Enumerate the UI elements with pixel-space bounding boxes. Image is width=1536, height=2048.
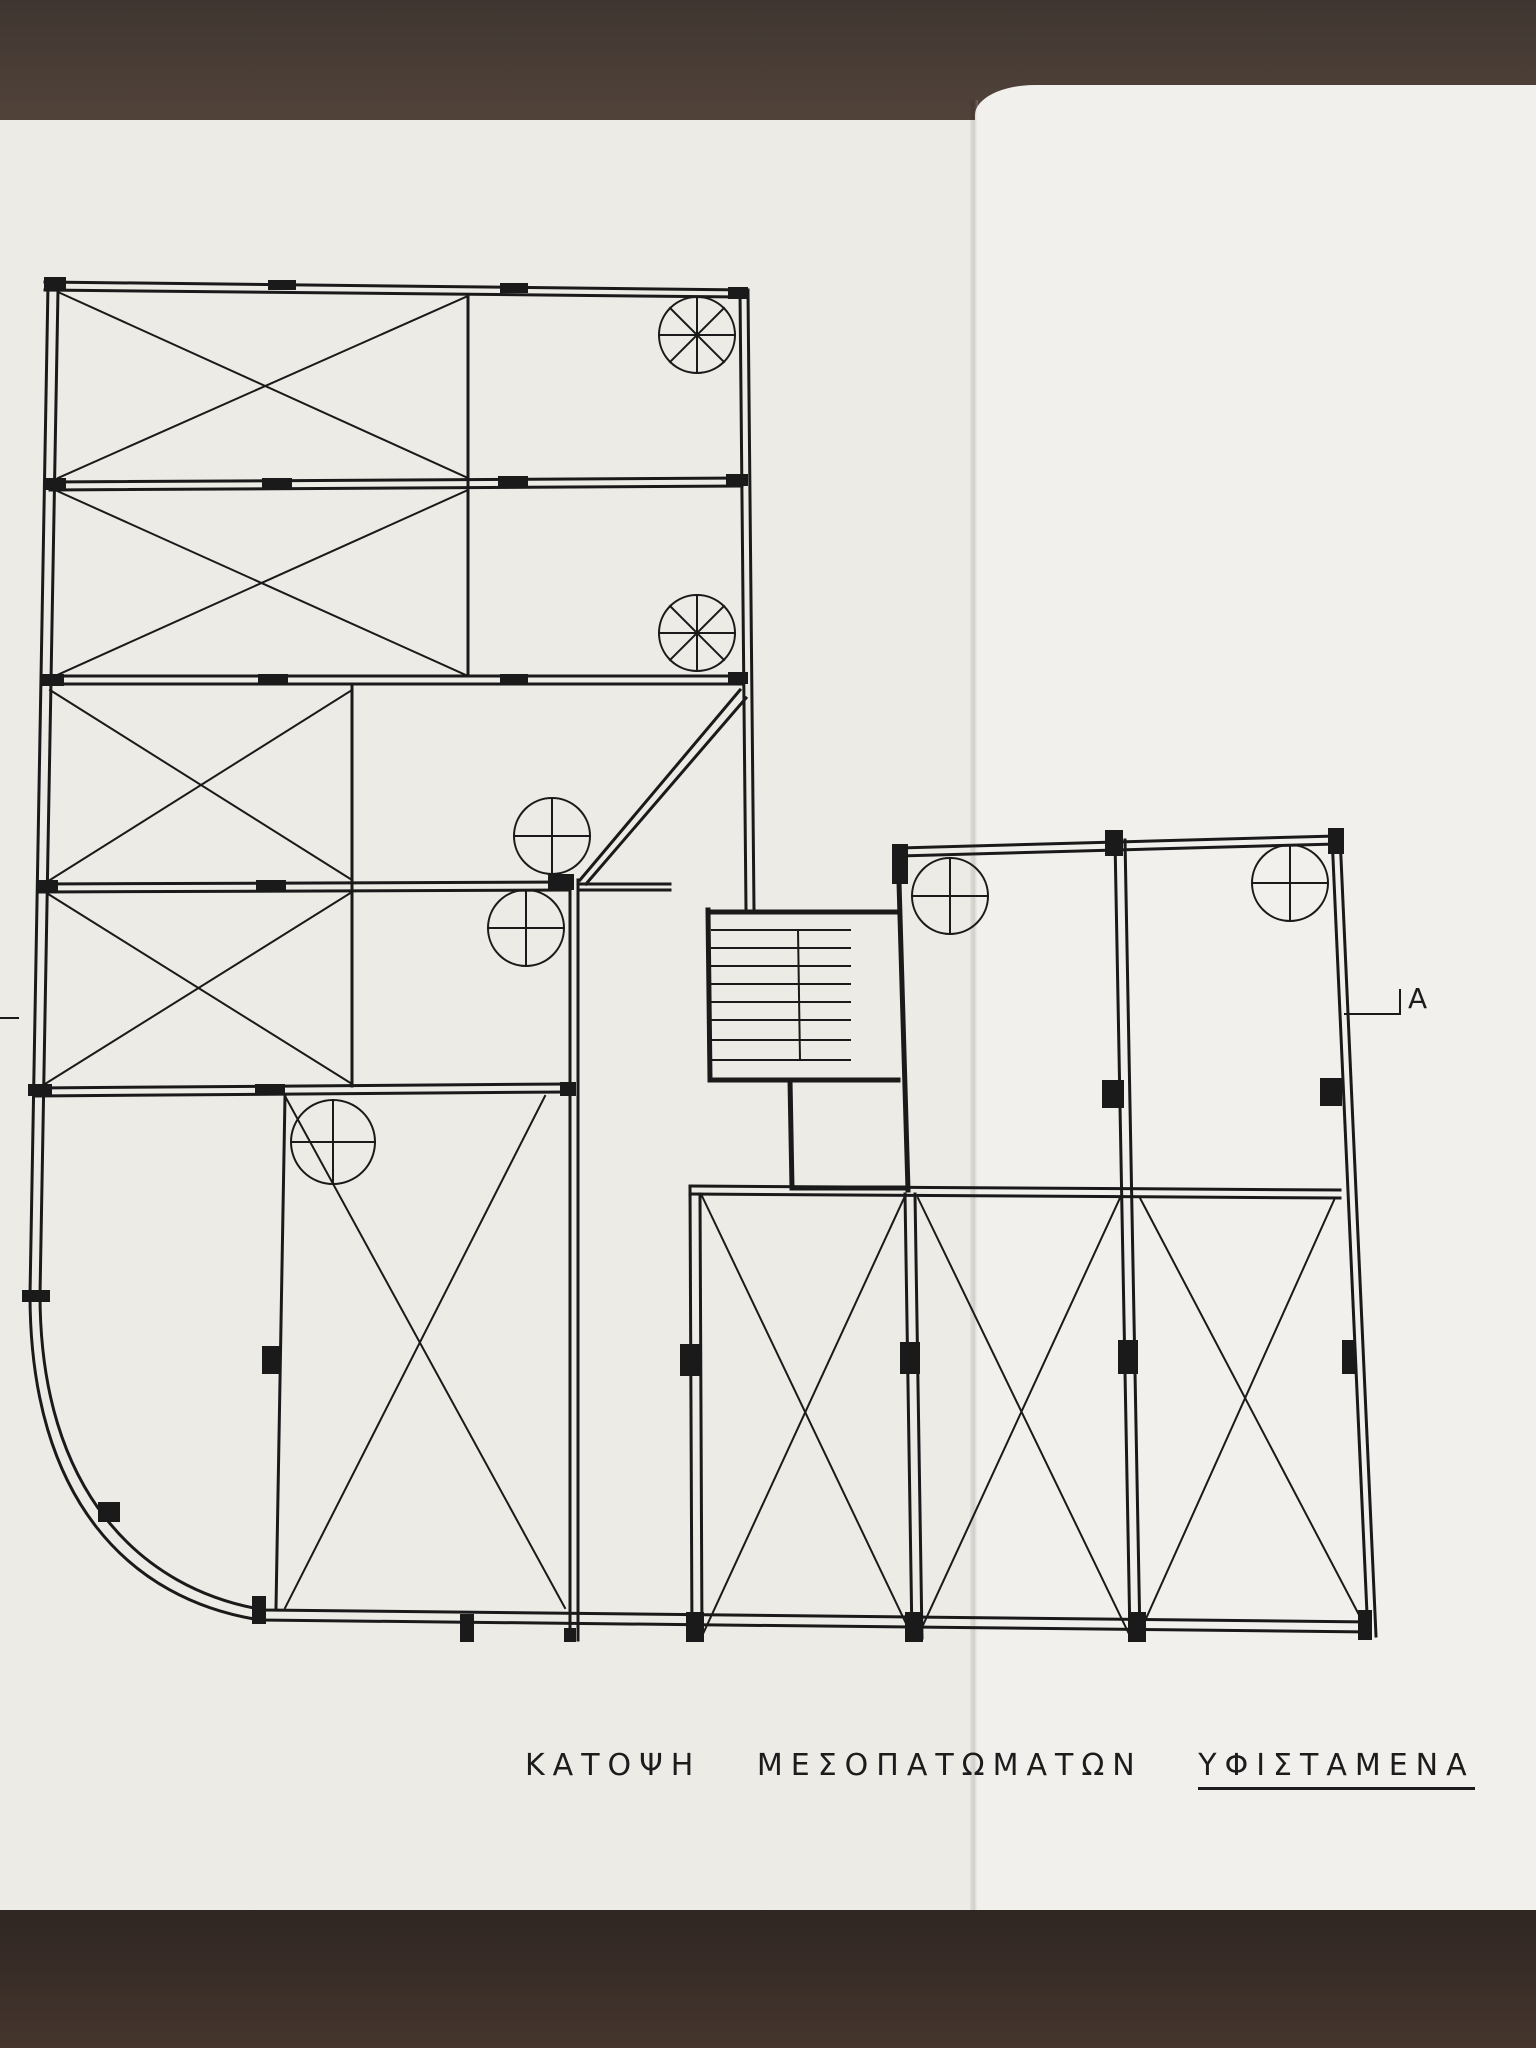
table-surface — [0, 1910, 1536, 2048]
title-word-2: ΜΕΣΟΠΑΤΩΜΑΤΩΝ — [756, 1748, 1143, 1783]
stair-treads — [711, 928, 851, 1062]
drawing-title: ΚΑΤΟΨΗ ΜΕΣΟΠΑΤΩΜΑΤΩΝ ΥΦΙΣΤΑΜΕΝΑ — [525, 1748, 1475, 1790]
title-word-3: ΥΦΙΣΤΑΜΕΝΑ — [1198, 1748, 1475, 1790]
section-marker-label: Α — [1408, 982, 1428, 1015]
exterior-wall — [28, 280, 756, 1297]
right-block-walls — [688, 834, 1378, 1640]
paper-fold — [970, 100, 978, 1920]
title-word-1: ΚΑΤΟΨΗ — [525, 1748, 702, 1783]
curved-exterior-wall — [28, 1293, 1372, 1634]
section-cut-marker — [0, 989, 1401, 1019]
structural-columns — [22, 277, 1372, 1642]
partition-walls — [34, 294, 749, 1642]
spiral-stair-symbols — [290, 296, 1329, 1185]
stair-core — [705, 845, 911, 1193]
void-crosses — [43, 290, 1370, 1638]
